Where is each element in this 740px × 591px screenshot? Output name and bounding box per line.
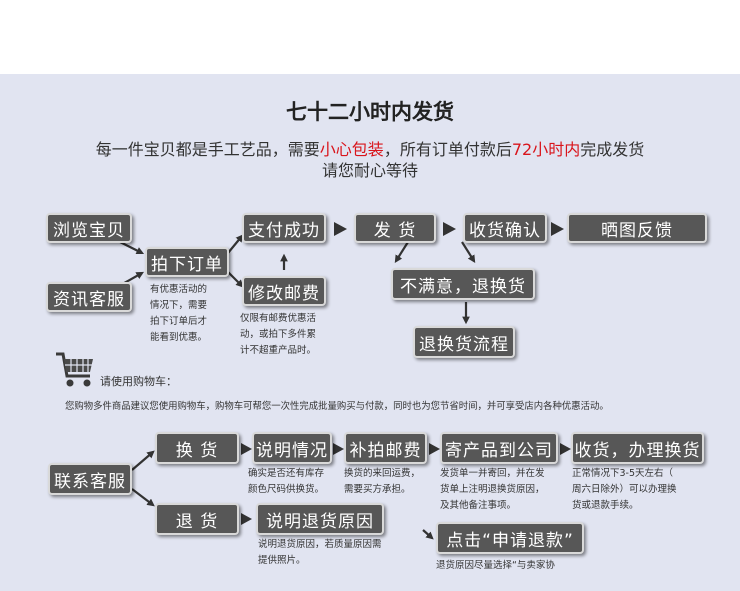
apply-refund-box: 点击“申请退款”	[436, 522, 584, 554]
postage-note-line: 需要买方承担。	[344, 484, 411, 495]
refund-note: 退货原因尽量选择“与卖家协	[436, 558, 555, 574]
subtitle-highlight-72h: 72小时内	[511, 140, 581, 159]
subtitle-text-3: 完成发货	[580, 140, 645, 159]
receive-note-line: 周六日除外）可以办理换	[572, 484, 677, 495]
subtitle-text-1: 每一件宝贝都是手工艺品，需要	[95, 140, 320, 159]
send-note-line: 货单上注明退换货原因，	[440, 484, 545, 495]
order-note-line: 情况下，需要	[150, 300, 208, 311]
contact-cs-box: 资讯客服	[46, 282, 132, 312]
explain-return-reason-box: 说明退货原因	[256, 503, 384, 535]
receive-exchange-box: 收货，办理换货	[571, 432, 704, 464]
explain-note-line: 确实是否还有库存	[248, 468, 325, 479]
explain-note-line: 颜色尺码供换货。	[248, 484, 325, 495]
subtitle-text-2: ，所有订单付款后	[383, 140, 512, 159]
page-title: 七十二小时内发货	[286, 100, 454, 124]
subtitle-line2: 请您耐心等待	[321, 161, 418, 180]
receive-note-line: 货或退款手续。	[572, 500, 639, 511]
explain-situation-box: 说明情况	[252, 432, 332, 464]
return-reason-note: 说明退货原因，若质量原因需 提供照片。	[258, 537, 382, 569]
return-reason-note-line: 说明退货原因，若质量原因需	[258, 539, 382, 550]
subtitle-highlight-packaging: 小心包装	[319, 140, 384, 159]
review-box: 晒图反馈	[567, 213, 707, 243]
unsatisfied-box: 不满意，退换货	[391, 268, 535, 300]
pay-postage-box: 补拍邮费	[344, 432, 427, 464]
confirm-receipt-box: 收货确认	[463, 213, 547, 243]
return-reason-note-line: 提供照片。	[258, 555, 306, 566]
receive-note: 正常情况下3-5天左右（ 周六日除外）可以办理换 货或退款手续。	[572, 466, 677, 514]
contact-service-box: 联系客服	[48, 463, 132, 495]
edit-shipping-box: 修改邮费	[242, 276, 326, 306]
cart-title: 请使用购物车：	[100, 375, 177, 388]
explain-note: 确实是否还有库存 颜色尺码供换货。	[248, 466, 324, 498]
shipping-note-line: 计不超重产品时。	[240, 345, 317, 356]
place-order-box: 拍下订单	[145, 247, 229, 277]
subtitle-line1: 每一件宝贝都是手工艺品，需要小心包装，所有订单付款后72小时内完成发货	[0, 136, 740, 160]
send-note-line: 发货单一并寄回，并在发	[440, 468, 545, 479]
pay-success-box: 支付成功	[242, 213, 326, 243]
order-note-line: 有优惠活动的	[150, 284, 208, 295]
return-box: 退 货	[155, 503, 239, 535]
send-product-box: 寄产品到公司	[440, 432, 558, 464]
refund-note-line: 退货原因尽量选择“与卖家协	[436, 560, 555, 571]
cart-description: 您购物多件商品建议您使用购物车，购物车可帮您一次性完成批量购买与付款，同时也为您…	[65, 401, 609, 412]
order-note: 有优惠活动的 情况下，需要 拍下订单后才 能看到优惠。	[150, 282, 207, 346]
shipping-note: 仅限有邮费优惠活 动，或拍下多件累 计不超重产品时。	[240, 311, 316, 359]
order-note-line: 拍下订单后才	[150, 316, 208, 327]
postage-note-line: 换货的来回运费，	[344, 468, 421, 479]
shipping-note-line: 仅限有邮费优惠活	[240, 313, 317, 324]
send-note: 发货单一并寄回，并在发 货单上注明退换货原因， 及其他备注事项。	[440, 466, 545, 514]
postage-note: 换货的来回运费， 需要买方承担。	[344, 466, 420, 498]
shopping-cart-icon	[54, 350, 96, 390]
exchange-box: 换 货	[155, 432, 239, 464]
order-note-line: 能看到优惠。	[150, 332, 208, 343]
shipping-note-line: 动，或拍下多件累	[240, 329, 317, 340]
return-process-box: 退换货流程	[413, 326, 515, 358]
ship-box: 发 货	[354, 213, 436, 243]
receive-note-line: 正常情况下3-5天左右（	[572, 468, 674, 479]
browse-items-box: 浏览宝贝	[46, 213, 132, 243]
send-note-line: 及其他备注事项。	[440, 500, 517, 511]
